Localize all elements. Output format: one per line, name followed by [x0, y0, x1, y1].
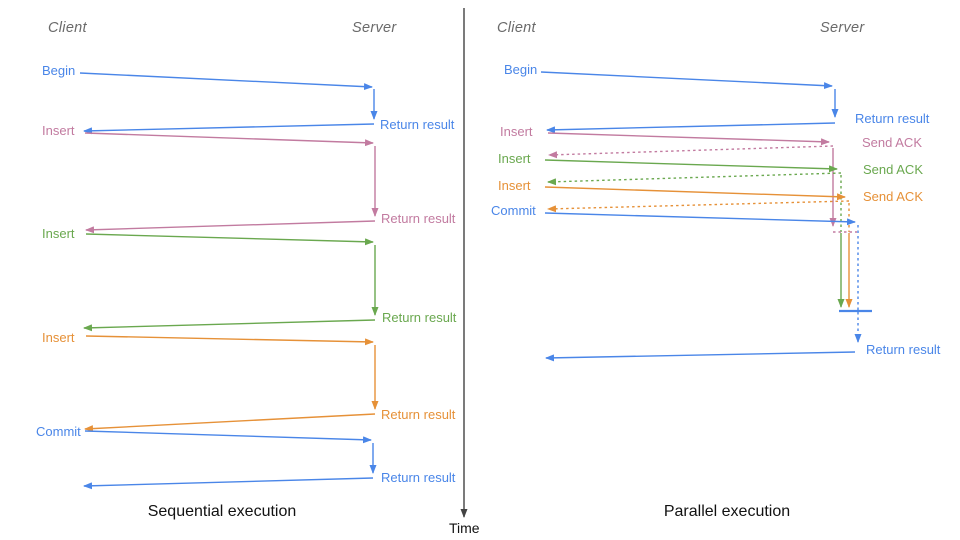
parallel-return-result-label: Return result	[855, 111, 930, 126]
sequential-insert1-request-arrow	[84, 132, 374, 147]
parallel-send-ack-label: Send ACK	[862, 135, 922, 150]
sequential-begin-request-arrow	[79, 72, 373, 91]
parallel-insert2-label: Insert	[498, 151, 531, 166]
parallel-begin-label: Begin	[504, 62, 538, 77]
sequential-begin-label: Begin	[42, 63, 76, 78]
sequential-begin-return-arrow	[83, 123, 375, 135]
parallel-commit-request-arrow	[544, 212, 856, 226]
parallel-insert1-request-arrow	[547, 132, 830, 146]
parallel-begin-return-arrow	[546, 122, 836, 134]
sequential-insert2-request-arrow	[85, 233, 374, 246]
sequential-insert3-label: Insert	[42, 330, 75, 345]
parallel-insert2-request-arrow	[544, 159, 838, 173]
parallel-send-ack-label: Send ACK	[863, 189, 923, 204]
sequential-return-result-label: Return result	[380, 117, 455, 132]
sequential-commit-label: Commit	[36, 424, 81, 439]
sequential-insert2-return-arrow	[83, 319, 376, 332]
sequential-client-header: Client	[48, 20, 87, 36]
sequential-insert1-label: Insert	[42, 123, 75, 138]
sequential-return-result-label: Return result	[381, 470, 456, 485]
parallel-insert1-ack-arrow	[548, 145, 834, 159]
sequential-return-result-label: Return result	[381, 211, 456, 226]
parallel-insert2-ack-arrow	[547, 172, 842, 186]
parallel-client-header: Client	[497, 20, 536, 36]
parallel-insert3-label: Insert	[498, 178, 531, 193]
parallel-caption: Parallel execution	[663, 503, 791, 520]
sequential-insert3-return-arrow	[84, 413, 376, 433]
sequential-insert1-return-arrow	[85, 220, 376, 234]
sequential-commit-request-arrow	[84, 430, 372, 444]
sequential-server-header: Server	[352, 20, 397, 36]
parallel-begin-request-arrow	[540, 71, 833, 90]
parallel-return-result-label: Return result	[866, 342, 941, 357]
sequential-return-result-label: Return result	[382, 310, 457, 325]
sequential-commit-return-arrow	[83, 477, 374, 490]
parallel-commit-return-arrow	[545, 351, 856, 362]
parallel-insert3-request-arrow	[544, 186, 846, 201]
sequential-caption: Sequential execution	[147, 503, 297, 520]
sequential-insert3-request-arrow	[85, 335, 374, 346]
time-axis-label: Time	[449, 520, 480, 536]
parallel-insert3-ack-arrow	[547, 200, 850, 213]
sequential-return-result-label: Return result	[381, 407, 456, 422]
parallel-server-header: Server	[820, 20, 865, 36]
parallel-send-ack-label: Send ACK	[863, 162, 923, 177]
parallel-commit-label: Commit	[491, 203, 536, 218]
parallel-insert1-label: Insert	[500, 124, 533, 139]
sequential-insert2-label: Insert	[42, 226, 75, 241]
